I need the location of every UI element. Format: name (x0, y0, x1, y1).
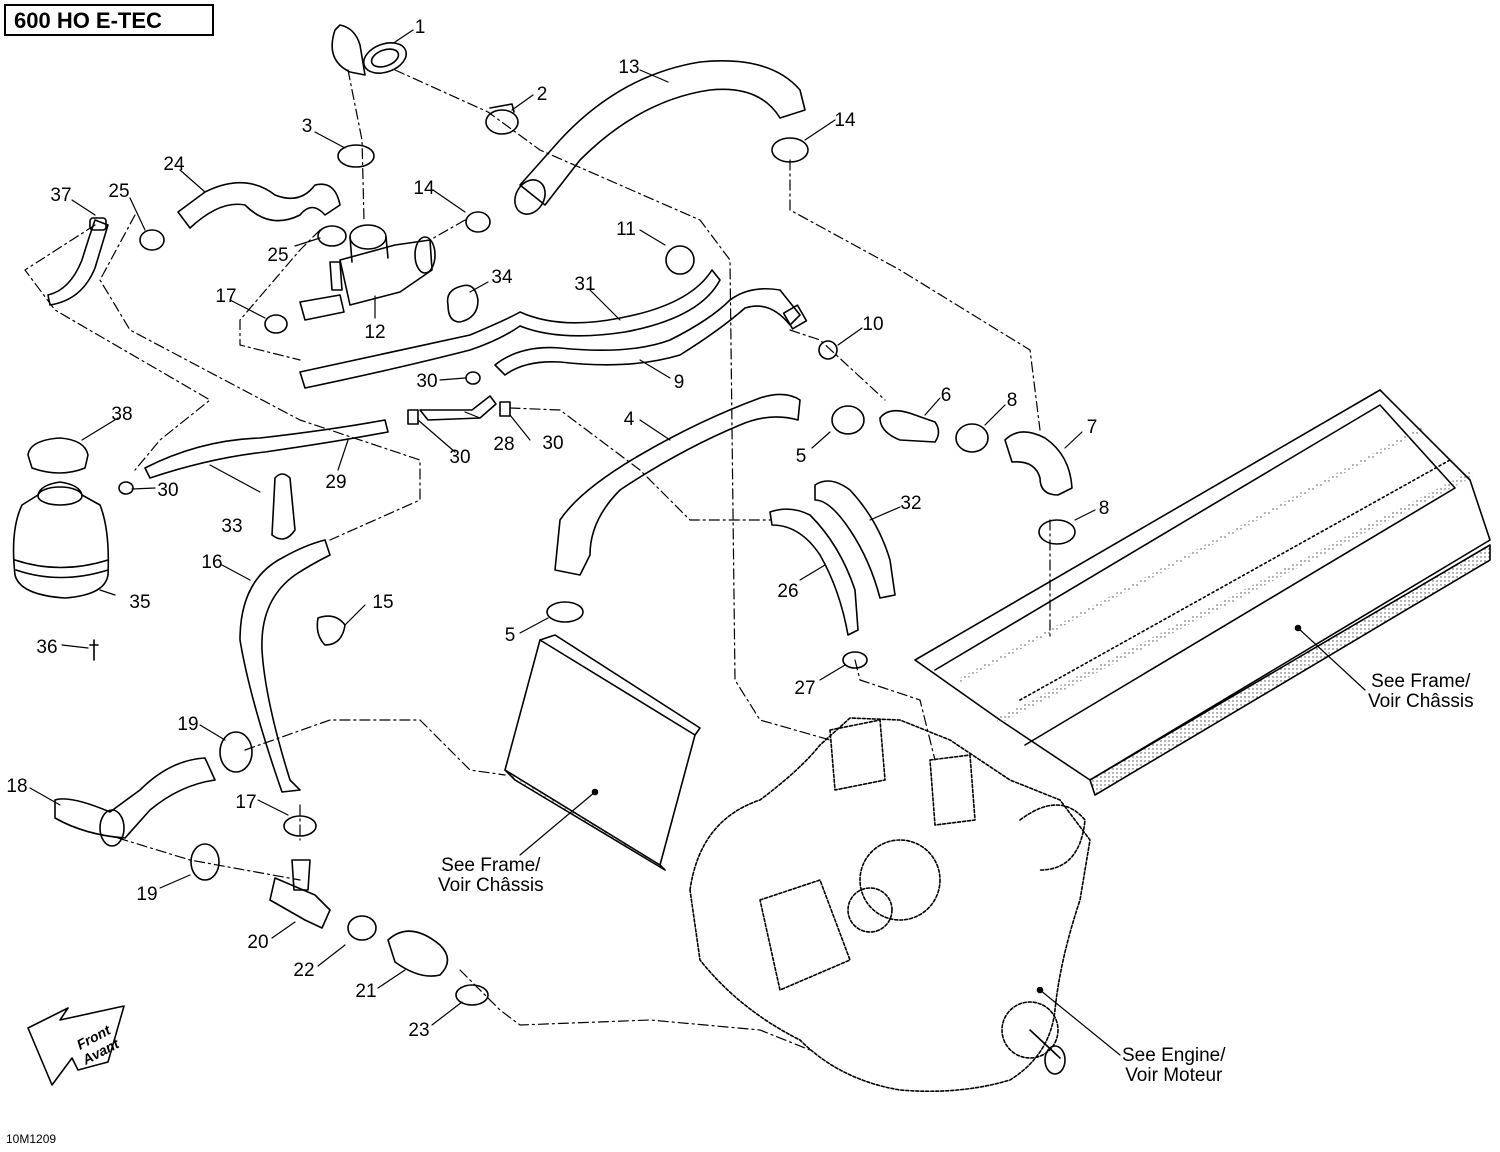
part-hose-21 (387, 930, 449, 977)
part-hose-32 (814, 480, 896, 599)
diagram-title: 600 HO E-TEC (14, 8, 162, 33)
callout-frame-center: See Frame/ Voir Châssis (438, 855, 544, 896)
part-label-10: 10 (862, 314, 883, 335)
part-label-1: 1 (415, 17, 426, 38)
part-label-29: 29 (325, 472, 346, 493)
part-hose-37 (47, 219, 109, 306)
part-gasket-33 (271, 473, 296, 540)
leader-lines (29, 29, 1366, 1056)
part-label-22: 22 (293, 960, 314, 981)
part-label-25b: 25 (267, 245, 288, 266)
part-label-27: 27 (794, 678, 815, 699)
part-label-32: 32 (900, 493, 921, 514)
part-label-19a: 19 (177, 714, 198, 735)
part-label-2: 2 (537, 84, 548, 105)
part-hose-24 (177, 181, 341, 229)
part-label-30d: 30 (157, 480, 178, 501)
part-thermostat-housing-12 (299, 224, 436, 321)
part-label-38: 38 (111, 404, 132, 425)
title-box: 600 HO E-TEC (4, 4, 214, 36)
part-label-18: 18 (6, 776, 27, 797)
part-label-8b: 8 (1099, 498, 1110, 519)
part-label-20: 20 (247, 932, 268, 953)
assembly-lines (24, 69, 1051, 1051)
part-label-8a: 8 (1007, 390, 1018, 411)
part-label-30c: 30 (542, 433, 563, 454)
part-label-14a: 14 (834, 110, 856, 131)
part-label-6: 6 (941, 385, 952, 406)
clamps (118, 103, 1076, 1006)
part-hose-9 (494, 287, 801, 376)
part-tee-20 (269, 877, 331, 929)
part-cap-38 (27, 437, 89, 474)
part-label-34: 34 (491, 267, 513, 288)
part-label-13: 13 (618, 57, 639, 78)
part-label-9: 9 (674, 372, 685, 393)
part-hose-29 (144, 419, 389, 479)
part-label-24: 24 (163, 154, 185, 175)
part-label-26: 26 (777, 581, 798, 602)
part-label-19b: 19 (136, 884, 157, 905)
part-label-5a: 5 (796, 446, 807, 467)
part-engine (689, 717, 1091, 1093)
front-arrow-icon (27, 1005, 125, 1086)
part-label-31: 31 (574, 274, 595, 295)
part-label-15: 15 (372, 592, 393, 613)
part-frame-right (914, 389, 1491, 796)
drawing-code: 10M1209 (6, 1132, 57, 1146)
part-elbow-7 (1004, 431, 1073, 496)
part-hose-4 (554, 393, 801, 576)
part-label-14b: 14 (413, 178, 435, 199)
part-label-11: 11 (616, 219, 636, 240)
part-hose-18 (54, 757, 216, 839)
part-label-3: 3 (302, 116, 313, 137)
part-label-7: 7 (1087, 417, 1098, 438)
part-label-5b: 5 (505, 625, 516, 646)
callout-engine: See Engine/ Voir Moteur (1122, 1045, 1226, 1086)
front-arrow-text: Front Avant (74, 1021, 123, 1068)
part-radiator-frame (504, 634, 701, 871)
part-label-23: 23 (408, 1020, 429, 1041)
part-tee-28 (419, 395, 497, 421)
part-hose-31 (299, 269, 721, 389)
part-label-30b: 30 (449, 447, 470, 468)
part-label-16: 16 (201, 552, 222, 573)
part-gasket-15 (316, 615, 346, 646)
part-label-17a: 17 (215, 286, 236, 307)
part-label-21: 21 (355, 981, 376, 1002)
part-label-36: 36 (36, 637, 57, 658)
part-label-4: 4 (624, 409, 635, 430)
part-label-28: 28 (493, 434, 514, 455)
part-hose-26 (769, 508, 859, 636)
part-hose-13 (519, 60, 806, 206)
part-label-35: 35 (129, 592, 150, 613)
part-label-37: 37 (50, 185, 71, 206)
part-fitting-6 (879, 409, 940, 443)
callout-frame-right: See Frame/ Voir Châssis (1368, 671, 1474, 712)
part-label-17b: 17 (235, 792, 256, 813)
part-label-30a: 30 (416, 371, 437, 392)
part-expansion-tank-35 (12, 437, 110, 661)
part-label-12: 12 (364, 322, 385, 343)
part-hose-16 (239, 539, 331, 793)
part-label-33: 33 (221, 516, 242, 537)
part-number-labels: 1 2 3 4 5 5 6 7 8 8 9 10 11 12 13 14 14 … (6, 17, 1109, 1041)
part-elbow-hose-1 (331, 24, 408, 76)
part-gasket-34 (446, 284, 479, 323)
part-label-25a: 25 (108, 181, 129, 202)
